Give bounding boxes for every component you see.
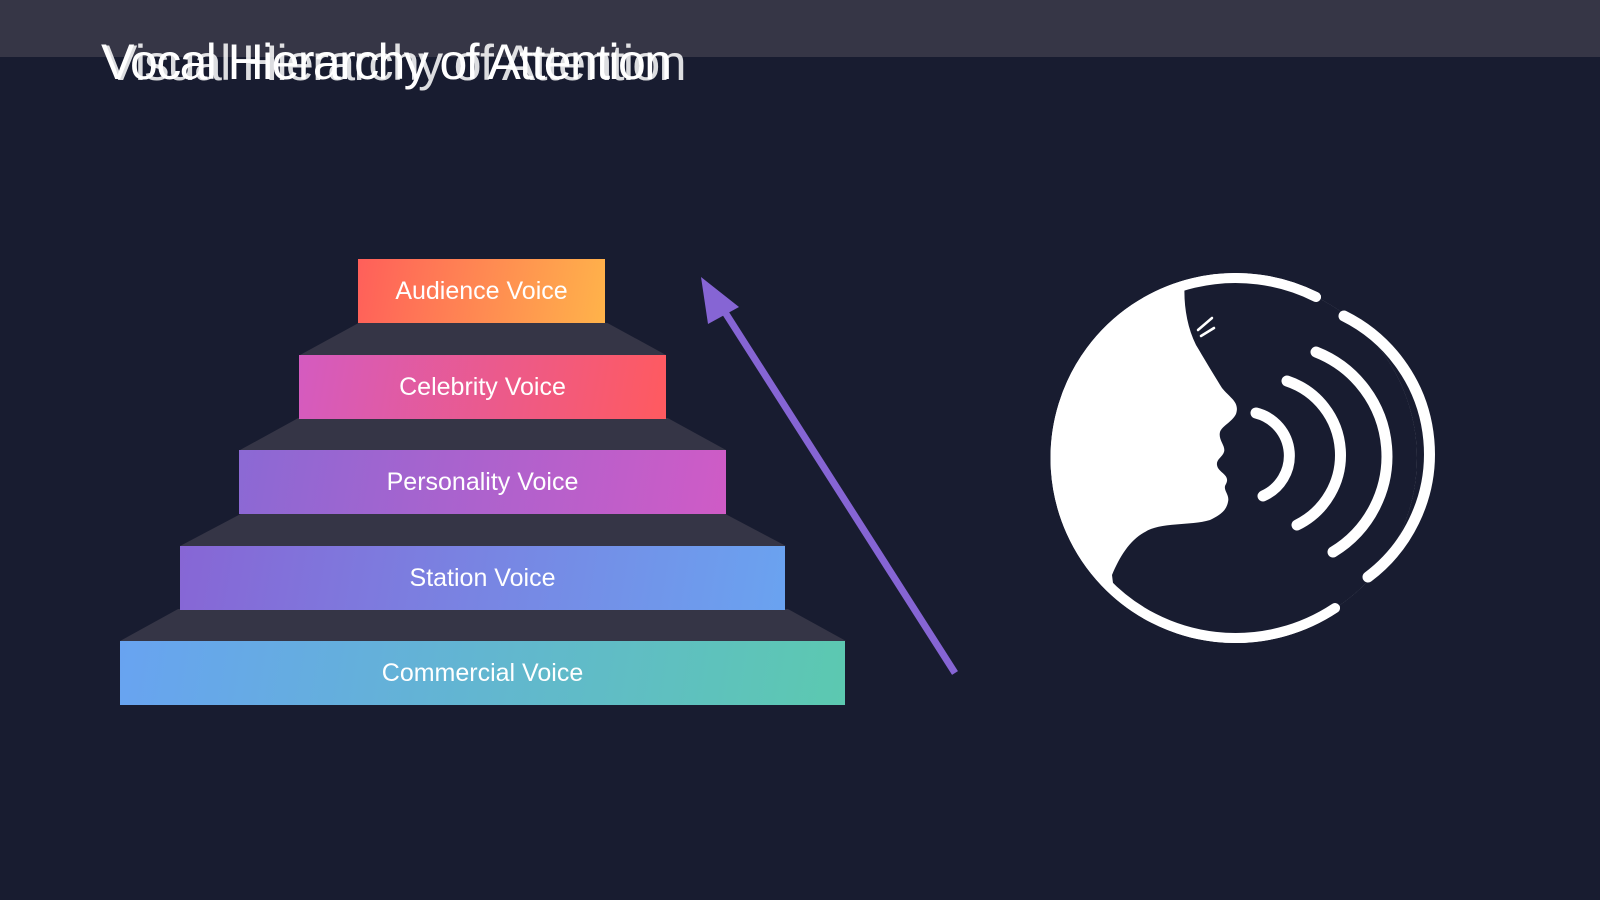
slide-header-band	[0, 0, 1600, 57]
pyramid-level-label: Personality Voice	[386, 467, 579, 496]
pyramid-level-personality-voice: Personality Voice	[239, 450, 726, 514]
speaking-head-icon	[1050, 273, 1435, 643]
pyramid-step-shadow	[180, 514, 786, 546]
pyramid-level-celebrity-voice: Celebrity Voice	[299, 355, 666, 419]
pyramid-level-audience-voice: Audience Voice	[358, 259, 605, 323]
slide-title-ghost: Visual Hierarchy of Attention	[104, 35, 686, 91]
pyramid-level-label: Station Voice	[409, 563, 556, 592]
upward-arrow	[701, 277, 958, 675]
pyramid-level-commercial-voice: Commercial Voice	[120, 641, 845, 705]
pyramid-step-shadow	[240, 418, 726, 450]
pyramid-level-label: Audience Voice	[395, 276, 568, 305]
pyramid-level-label: Celebrity Voice	[399, 372, 566, 401]
pyramid-level-label: Commercial Voice	[381, 658, 584, 687]
pyramid-step-shadow	[300, 323, 666, 355]
slide-title: Vocal Hierarchy of Attention	[101, 34, 672, 90]
pyramid-step-shadow	[120, 609, 846, 641]
pyramid-level-station-voice: Station Voice	[180, 546, 785, 610]
